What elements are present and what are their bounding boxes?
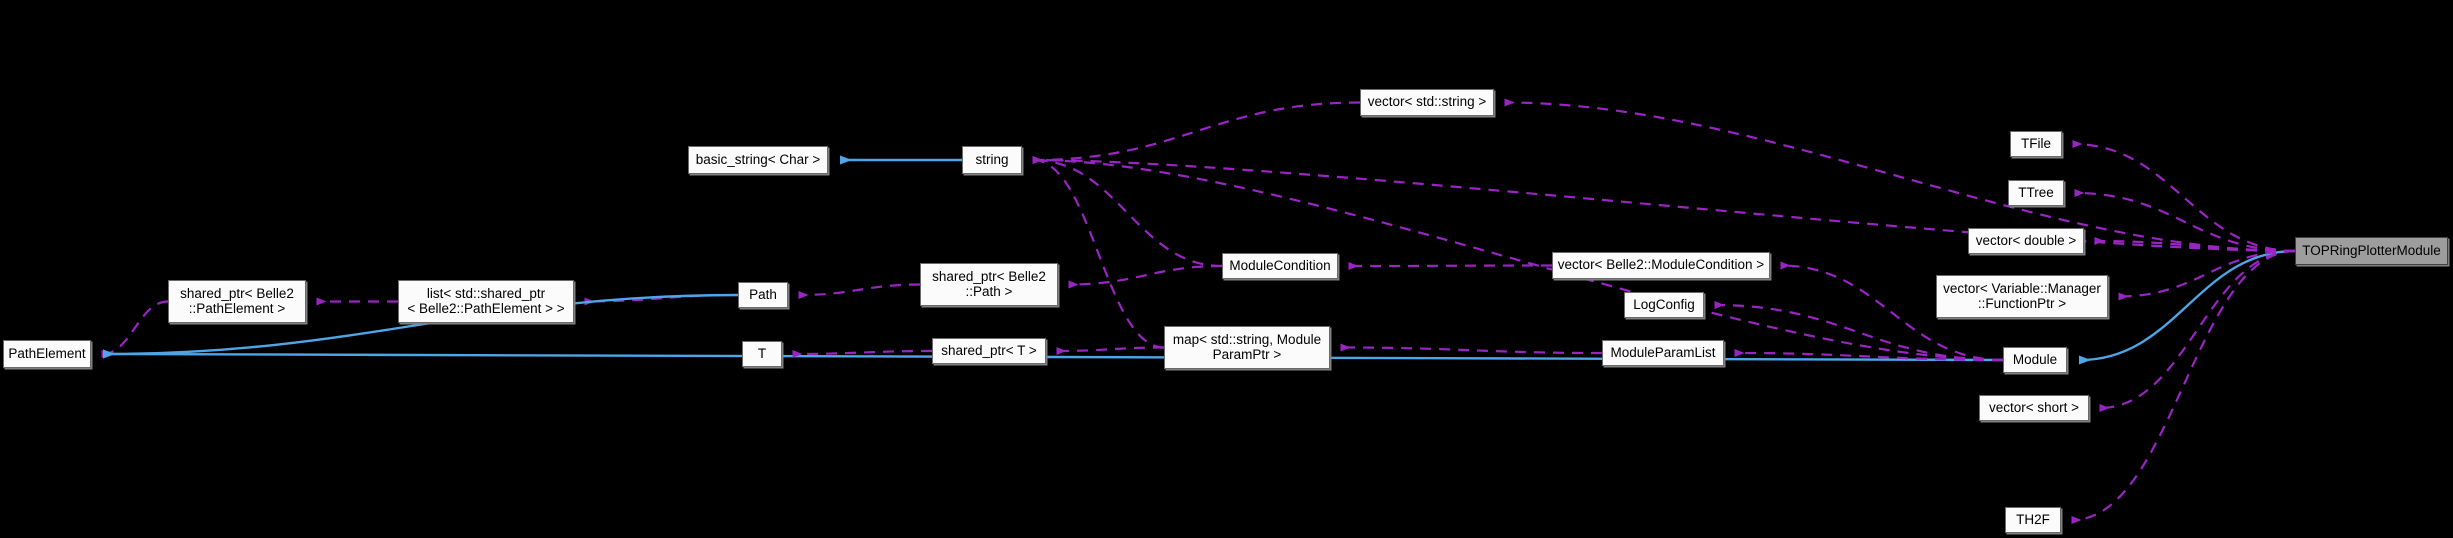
node-vec_double[interactable]: vector< double > xyxy=(1968,228,2084,254)
node-th2f[interactable]: TH2F xyxy=(2005,507,2061,533)
node-pathelement[interactable]: PathElement xyxy=(3,340,91,368)
node-t[interactable]: T xyxy=(742,341,782,367)
edge-vec_string-to-string xyxy=(1032,101,1361,165)
node-topringplotter[interactable]: TOPRingPlotterModule xyxy=(2295,237,2448,265)
edge-topringplotter-to-module xyxy=(2078,249,2296,365)
node-tfile[interactable]: TFile xyxy=(2010,131,2062,157)
edge-moduleparamlist-to-map_moduleparam xyxy=(1340,343,1603,355)
node-moduleparamlist[interactable]: ModuleParamList xyxy=(1602,340,1724,366)
node-ttree[interactable]: TTree xyxy=(2008,180,2064,206)
edge-map_moduleparam-to-string xyxy=(1032,155,1165,349)
node-map_moduleparam[interactable]: map< std::string, Module ParamPtr > xyxy=(1164,326,1330,369)
node-modulecondition[interactable]: ModuleCondition xyxy=(1222,253,1338,279)
edge-path-to-list_sp_pe xyxy=(584,293,739,306)
node-vec_modulecond[interactable]: vector< Belle2::ModuleCondition > xyxy=(1552,252,1770,279)
edge-sp_pathelement-to-pathelement xyxy=(101,300,169,359)
edge-sp_path-to-path xyxy=(798,283,921,300)
node-path[interactable]: Path xyxy=(738,282,788,308)
node-list_sp_pe[interactable]: list< std::shared_ptr < Belle2::PathElem… xyxy=(398,280,574,323)
edge-modulecondition-to-sp_path xyxy=(1068,264,1223,289)
edge-topringplotter-to-vec_double xyxy=(2094,236,2296,253)
edge-vec_modulecond-to-modulecondition xyxy=(1348,262,1553,271)
node-logconfig[interactable]: LogConfig xyxy=(1624,292,1704,318)
edge-modulecondition-to-string xyxy=(1032,155,1223,268)
edge-topringplotter-to-string xyxy=(1032,155,2296,253)
edge-topringplotter-to-ttree xyxy=(2074,188,2296,253)
node-basic_string[interactable]: basic_string< Char > xyxy=(688,146,828,174)
edge-topringplotter-to-tfile xyxy=(2072,139,2296,253)
edge-map_moduleparam-to-sp_t xyxy=(1056,346,1165,356)
node-string[interactable]: string xyxy=(962,146,1022,174)
edge-topringplotter-to-vec_string xyxy=(1504,98,2296,253)
edge-module-to-moduleparamlist xyxy=(1734,348,2004,362)
edge-sp_t-to-t xyxy=(792,349,933,359)
node-sp_path[interactable]: shared_ptr< Belle2 ::Path > xyxy=(920,263,1058,306)
edge-topringplotter-to-vec_funcptr xyxy=(2118,249,2296,301)
node-vec_short[interactable]: vector< short > xyxy=(1979,395,2089,421)
node-vec_funcptr[interactable]: vector< Variable::Manager ::FunctionPtr … xyxy=(1936,275,2108,318)
node-sp_pathelement[interactable]: shared_ptr< Belle2 ::PathElement > xyxy=(168,280,306,323)
node-module[interactable]: Module xyxy=(2003,347,2067,373)
edge-topringplotter-to-vec_short xyxy=(2099,249,2296,413)
node-sp_t[interactable]: shared_ptr< T > xyxy=(932,338,1046,364)
node-vec_string[interactable]: vector< std::string > xyxy=(1360,89,1494,116)
